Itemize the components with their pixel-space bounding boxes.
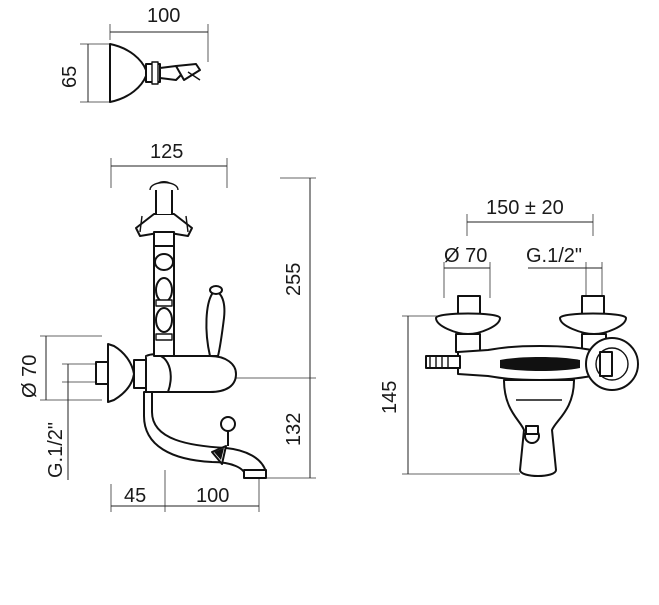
top-height-label: 65	[59, 66, 81, 88]
side-view: 125 255 132 Ø 70 G.1/2" 45 100	[19, 141, 316, 512]
top-width-label: 100	[147, 5, 180, 27]
front-height-label: 145	[379, 381, 401, 414]
faucet-side-drawing	[95, 181, 267, 479]
front-view: 150 ± 20 Ø 70 G.1/2" 145	[379, 197, 639, 477]
shower-holder-drawing	[109, 43, 201, 103]
front-flange-label: Ø 70	[444, 245, 487, 267]
center-distance-label: 150 ± 20	[486, 197, 564, 219]
front-thread-label: G.1/2"	[526, 245, 582, 267]
lower-height-label: 132	[283, 413, 305, 446]
spout-reach-label: 100	[196, 485, 229, 507]
faucet-front-drawing	[425, 295, 639, 477]
side-flange-label: Ø 70	[19, 355, 41, 398]
side-thread-label: G.1/2"	[45, 422, 67, 478]
top-view: 100 65	[59, 5, 209, 103]
total-height-label: 255	[283, 263, 305, 296]
wall-offset-label: 45	[124, 485, 146, 507]
handle-span-label: 125	[150, 141, 183, 163]
